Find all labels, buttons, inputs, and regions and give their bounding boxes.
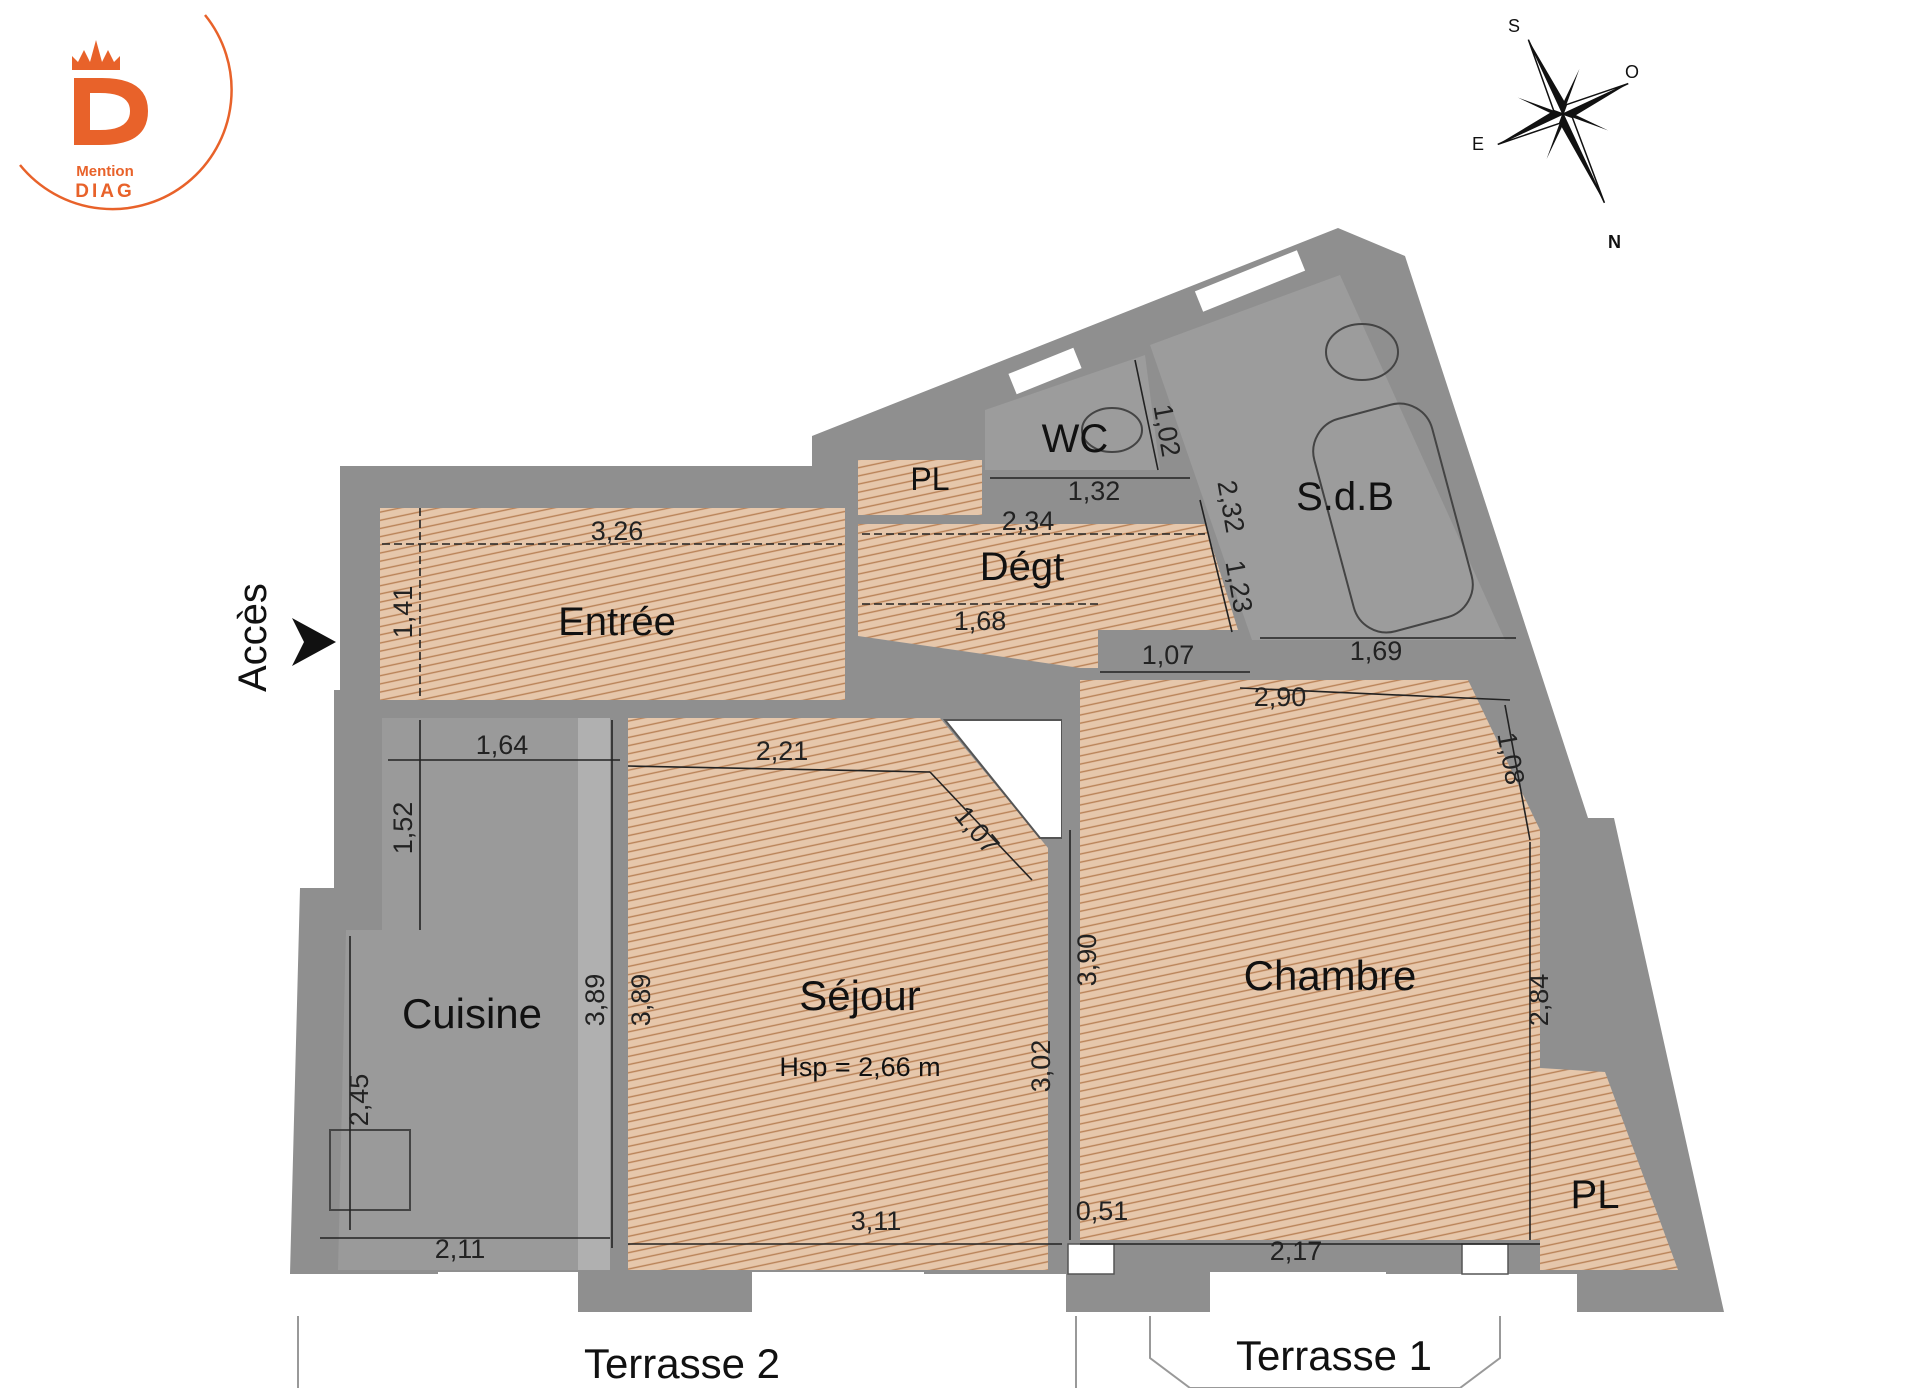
- compass-o-label: O: [1625, 62, 1639, 82]
- compass-e-label: E: [1472, 134, 1484, 154]
- room-label-cuisine: Cuisine: [402, 990, 542, 1037]
- toilet-bowl: [1081, 407, 1143, 453]
- room-label-pl-top: PL: [910, 461, 949, 497]
- dim-sejour-right: 3,02: [1026, 1040, 1056, 1093]
- pl-top-floor: [858, 460, 982, 515]
- cuisine-wall-strip: [578, 718, 610, 1270]
- compass-s-label: S: [1508, 16, 1520, 36]
- dim-wc-width: 1,32: [1068, 476, 1121, 506]
- room-label-terrasse-2: Terrasse 2: [584, 1340, 780, 1387]
- room-label-degt: Dégt: [980, 545, 1065, 589]
- dimension-lines: [320, 359, 1540, 1248]
- dim-entree-width: 3,26: [591, 516, 644, 546]
- dim-sdb-width: 1,69: [1350, 636, 1403, 666]
- dim-cuisine-top: 1,64: [476, 730, 529, 760]
- sejour-height-note: Hsp = 2,66 m: [779, 1052, 940, 1082]
- dim-sejour-bottom: 3,11: [851, 1206, 902, 1236]
- entree-floor: [380, 508, 845, 700]
- dim-chambre-top: 2,90: [1254, 682, 1307, 712]
- degt-floor: [858, 524, 1238, 668]
- room-label-terrasse-1: Terrasse 1: [1236, 1332, 1432, 1379]
- window-sdb: [1194, 250, 1306, 312]
- pl-bottom-floor: [1540, 1068, 1678, 1270]
- bathtub: [1312, 402, 1474, 634]
- sdb-floor: [1150, 275, 1505, 640]
- sink: [1325, 323, 1399, 381]
- mention-diag-logo: Mention DIAG: [19, 14, 233, 211]
- chambre-sejour-partition: [1062, 680, 1080, 1260]
- window-wc: [1008, 347, 1082, 395]
- logo-line1: Mention: [76, 163, 134, 180]
- chambre-floor: [1080, 680, 1540, 1240]
- dim-sejour-top: 2,21: [756, 736, 809, 766]
- terrasse-1-outline: [1149, 1316, 1501, 1388]
- chambre-bottom-wall: [1060, 1240, 1540, 1274]
- window-chambre: [1210, 1272, 1386, 1312]
- terrasse-2-outline: [297, 1316, 1077, 1388]
- room-label-sejour: Séjour: [799, 972, 920, 1019]
- logo-line2: DIAG: [75, 181, 135, 202]
- dim-chambre-depth: 3,90: [1072, 934, 1102, 987]
- cuisine-floor: [338, 718, 578, 1270]
- room-label-wc: WC: [1042, 417, 1109, 461]
- window-cuisine: [438, 1272, 578, 1312]
- dim-degt-opening: 1,07: [1142, 640, 1195, 670]
- room-label-entree: Entrée: [558, 600, 676, 644]
- sejour-floor: [628, 718, 1048, 1270]
- dim-degt-width-top: 2,34: [1002, 506, 1055, 536]
- dim-cuisine-left: 2,45: [344, 1074, 374, 1127]
- dim-entree-depth: 1,41: [388, 586, 418, 639]
- room-label-sdb: S.d.B: [1296, 475, 1394, 519]
- wc-floor: [985, 355, 1160, 470]
- dim-cuisine-depth: 3,89: [580, 974, 610, 1027]
- dim-chambre-small: 0,51: [1076, 1196, 1129, 1226]
- compass-rose: [1497, 39, 1629, 204]
- dim-cuisine-bottom: 2,11: [435, 1234, 486, 1264]
- kitchen-sink: [329, 1129, 411, 1211]
- access-label: Accès: [231, 583, 275, 692]
- dim-cuisine-recess: 1,52: [388, 802, 418, 855]
- access-arrow-icon: [292, 618, 336, 666]
- room-label-chambre: Chambre: [1244, 952, 1417, 999]
- room-label-pl-bottom: PL: [1571, 1173, 1620, 1217]
- dim-sejour-depth: 3,89: [626, 974, 656, 1027]
- dim-chambre-right: 2,84: [1524, 974, 1554, 1027]
- dim-degt-width-bottom: 1,68: [954, 606, 1007, 636]
- dim-chambre-bottom: 2,17: [1270, 1236, 1323, 1266]
- chambre-radiator-right: [1461, 1243, 1509, 1275]
- compass-n-label: N: [1608, 232, 1621, 252]
- window-sejour: [752, 1272, 924, 1312]
- chambre-radiator-left: [1067, 1243, 1115, 1275]
